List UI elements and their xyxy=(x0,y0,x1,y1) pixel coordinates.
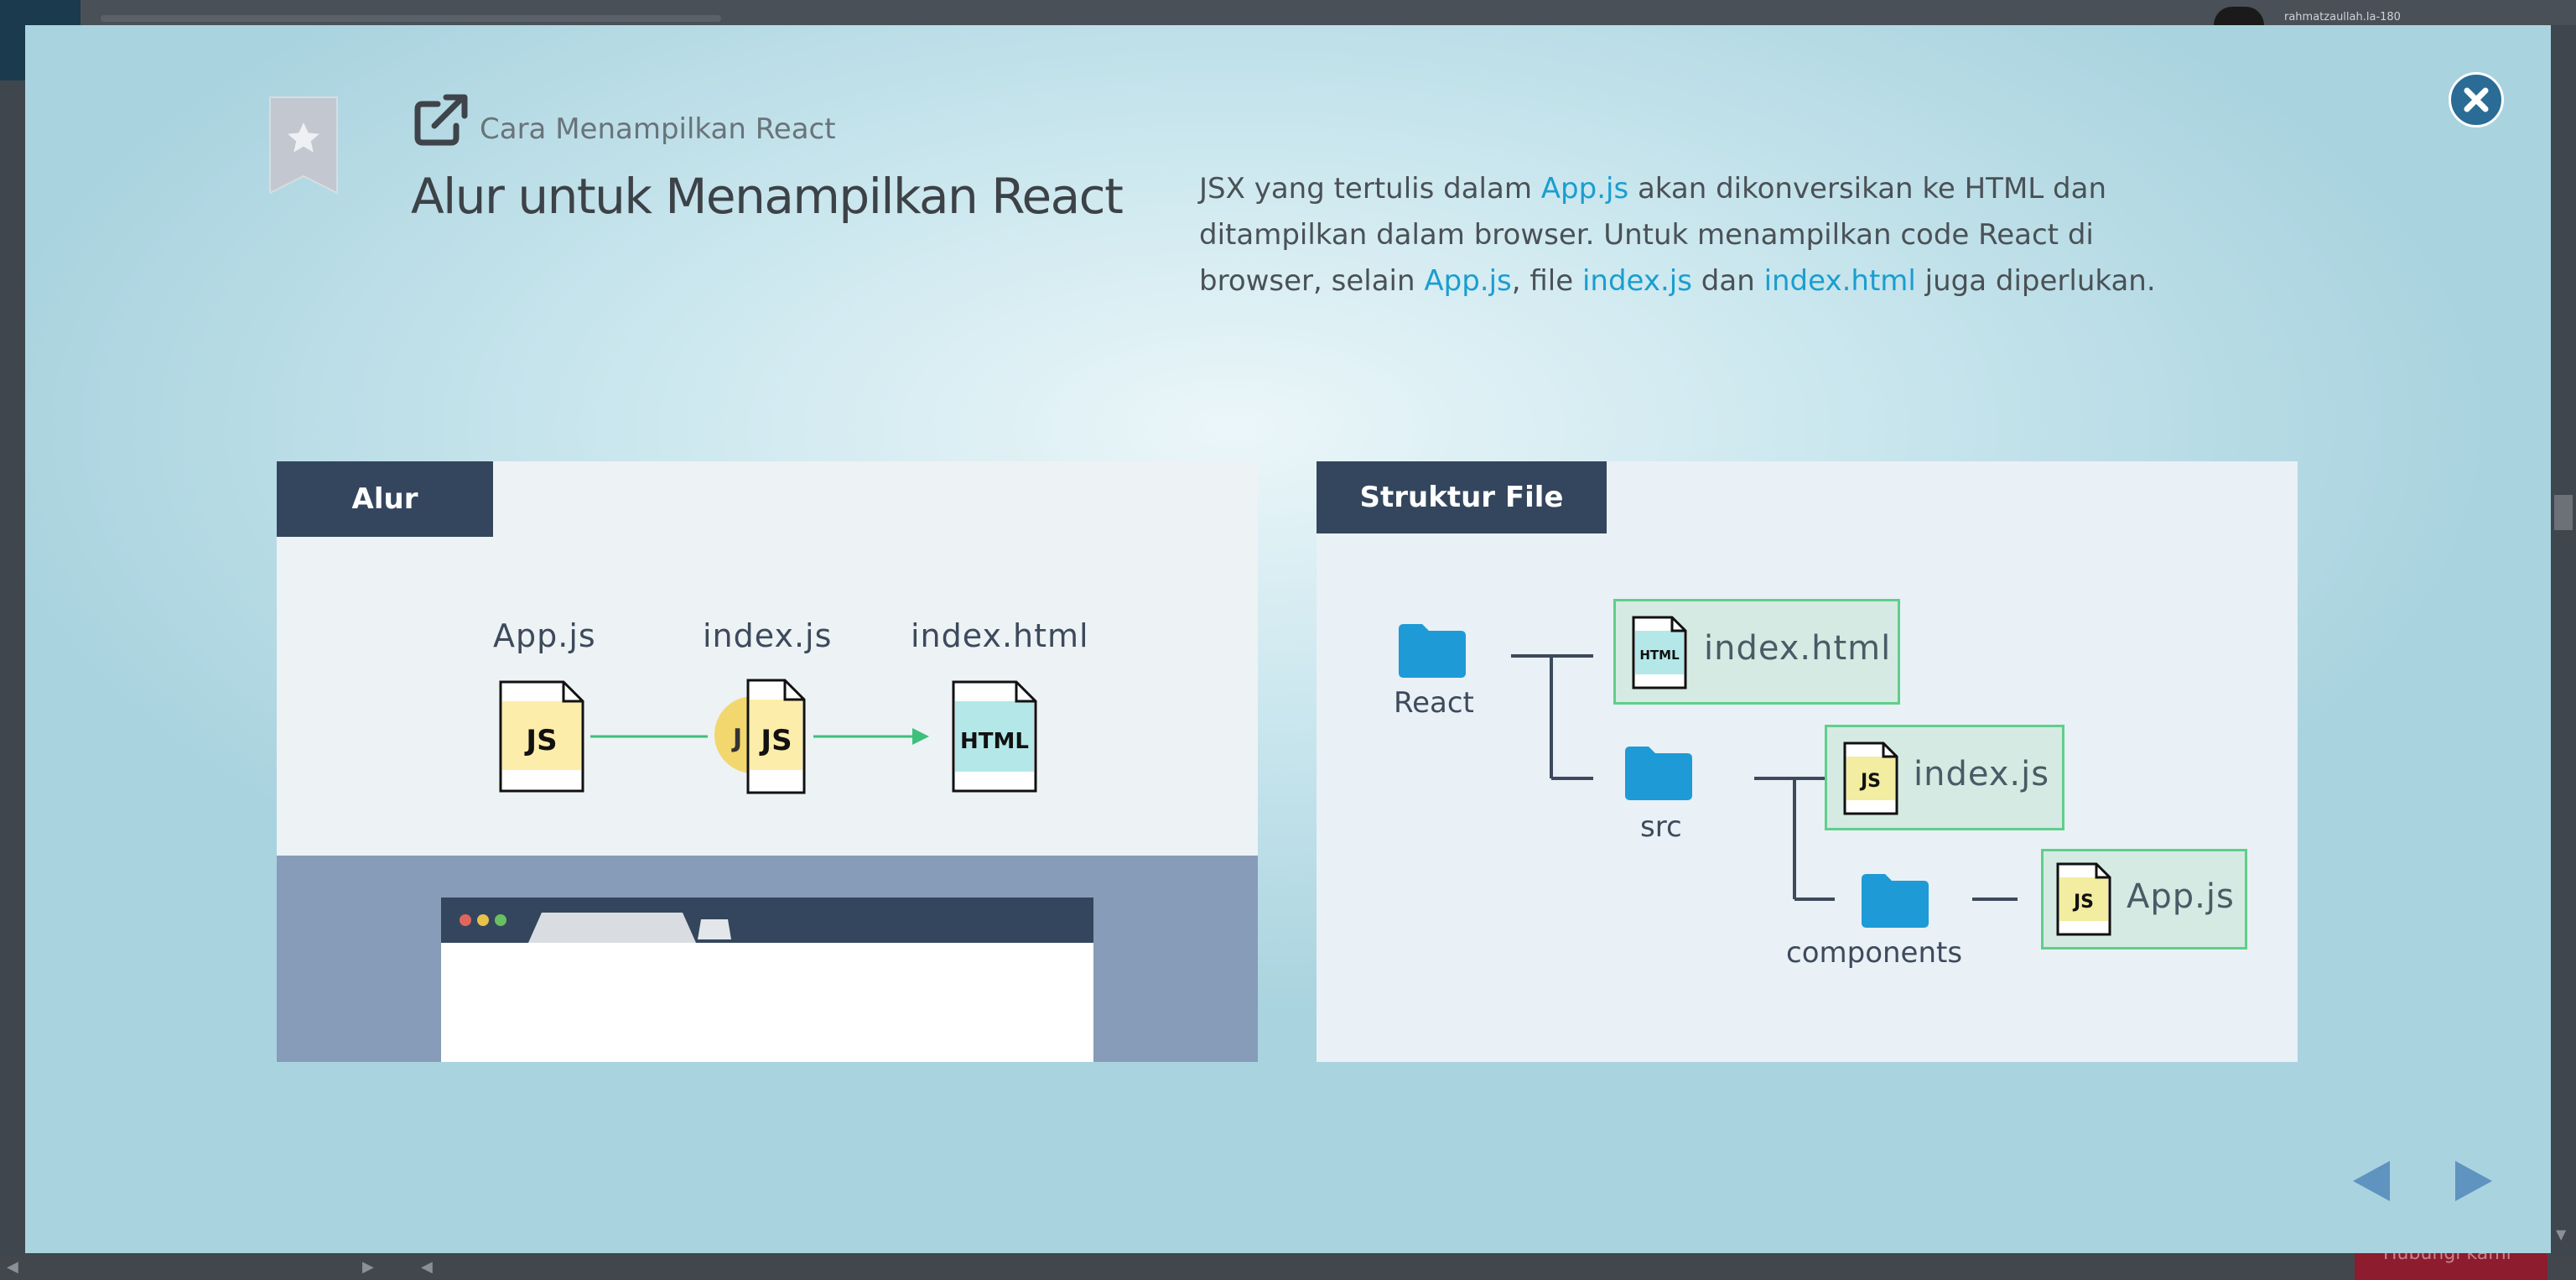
flow-index-html-label: index.html xyxy=(911,617,1089,654)
description-text: dan xyxy=(1691,264,1764,298)
index-html-icon-text: HTML xyxy=(960,729,1029,754)
alur-panel-header: Alur xyxy=(277,461,493,537)
app-js-icon-text: JS xyxy=(524,724,557,757)
background-user-name: rahmatzaullah.la-180 xyxy=(2284,11,2401,23)
struktur-file-panel: Struktur File React HTML ind xyxy=(1317,461,2298,1062)
index-html-small-file-icon: HTML xyxy=(1632,616,1687,689)
components-folder-label: components xyxy=(1786,936,1963,970)
background-bottom-bar xyxy=(0,1255,2576,1280)
background-avatar xyxy=(2214,7,2264,25)
bookmark-icon[interactable] xyxy=(268,96,339,195)
app-js-file-name: App.js xyxy=(2127,877,2235,916)
app-js-file-icon: JS xyxy=(499,680,584,793)
background-scroll-right-icon: ▶ xyxy=(362,1258,374,1276)
description-highlight: App.js xyxy=(1424,264,1512,298)
index-js-file-name: index.js xyxy=(1914,755,2050,793)
app-js-small-icon-text: JS xyxy=(2072,892,2094,913)
description-text: , file xyxy=(1511,264,1582,298)
slide-modal: Cara Menampilkan React Alur untuk Menamp… xyxy=(25,25,2551,1253)
browser-dot-yellow xyxy=(477,914,489,926)
browser-tab-new xyxy=(698,919,731,939)
react-folder-label: React xyxy=(1394,686,1474,720)
previous-slide-icon[interactable] xyxy=(2351,1159,2392,1203)
browser-dot-red xyxy=(460,914,471,926)
description-text: juga diperlukan. xyxy=(1915,264,2156,298)
src-folder-label: src xyxy=(1640,810,1682,844)
app-js-small-file-icon: JS xyxy=(2056,862,2111,936)
tree-connectors xyxy=(1511,654,2018,901)
description-text: browser, selain xyxy=(1199,264,1425,298)
index-html-file-name: index.html xyxy=(1704,629,1892,668)
index-js-icon-text: JS xyxy=(759,724,792,757)
flow-line-1 xyxy=(590,735,708,738)
slide-description: JSX yang tertulis dalam App.js akan diko… xyxy=(1199,166,2256,304)
breadcrumb[interactable]: Cara Menampilkan React xyxy=(480,112,836,146)
description-highlight: App.js xyxy=(1540,172,1629,206)
external-link-icon xyxy=(414,94,468,146)
slide-title: Alur untuk Menampilkan React xyxy=(411,168,1124,225)
next-slide-icon[interactable] xyxy=(2454,1159,2494,1203)
struktur-file-panel-header: Struktur File xyxy=(1317,461,1607,533)
description-text: JSX yang tertulis dalam xyxy=(1199,172,1541,206)
index-html-file-icon: HTML xyxy=(952,680,1037,793)
description-highlight: index.js xyxy=(1581,264,1692,298)
react-folder-icon xyxy=(1399,624,1466,678)
description-text: ditampilkan dalam browser. Untuk menampi… xyxy=(1199,218,2094,252)
browser-window-illustration xyxy=(441,898,1093,1062)
index-js-partial-text: J xyxy=(731,724,742,753)
background-search-bar xyxy=(101,15,721,22)
close-icon xyxy=(2464,87,2489,112)
background-scroll-left-icon-2: ◀ xyxy=(421,1258,433,1276)
browser-preview-area xyxy=(277,856,1258,1062)
browser-dot-green xyxy=(495,914,506,926)
index-html-small-icon-text: HTML xyxy=(1639,648,1680,663)
browser-titlebar xyxy=(441,898,1093,943)
background-scroll-down-icon: ▼ xyxy=(2556,1226,2567,1242)
browser-tab-active xyxy=(528,913,696,943)
flow-app-js-label: App.js xyxy=(493,617,596,654)
background-scrollbar-thumb xyxy=(2554,495,2573,530)
background-scroll-left-icon: ◀ xyxy=(7,1258,18,1276)
description-text: akan dikonversikan ke HTML dan xyxy=(1628,172,2106,206)
index-js-file-icon: J JS xyxy=(714,679,806,794)
alur-panel: Alur App.js index.js index.html JS J JS xyxy=(277,461,1258,1062)
flow-index-js-label: index.js xyxy=(703,617,833,654)
index-js-small-icon-text: JS xyxy=(1859,771,1881,792)
src-folder-icon xyxy=(1625,747,1692,800)
index-js-small-file-icon: JS xyxy=(1843,741,1898,815)
close-button[interactable] xyxy=(2449,72,2504,127)
components-folder-icon xyxy=(1862,874,1929,928)
description-highlight: index.html xyxy=(1763,264,1916,298)
flow-arrow-2 xyxy=(813,728,929,745)
